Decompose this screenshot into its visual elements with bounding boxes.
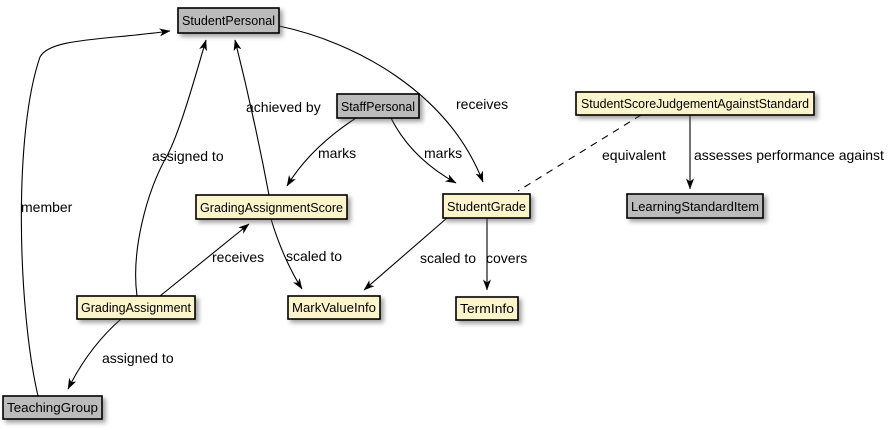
edge-member-line bbox=[20, 28, 171, 397]
node-learning-standard-item-label: LearningStandardItem bbox=[631, 199, 759, 214]
edge-marks-left-line bbox=[286, 117, 357, 187]
edge-label-covers: covers bbox=[486, 250, 527, 266]
edge-achieved-by-line bbox=[233, 39, 270, 196]
edge-assigned-to-lower-line bbox=[67, 318, 122, 390]
node-student-score-judgement-against-standard-label: StudentScoreJudgementAgainstStandard bbox=[581, 96, 809, 111]
node-staff-personal-box bbox=[336, 93, 420, 119]
edge-marks-right-line bbox=[390, 117, 457, 184]
node-staff-personal-label: StaffPersonal bbox=[341, 99, 415, 114]
node-learning-standard-item-box bbox=[626, 193, 764, 219]
edge-label-assigned-to-lower: assigned to bbox=[102, 350, 174, 366]
edge-label-receives-top: receives bbox=[456, 96, 508, 112]
node-student-grade-box bbox=[442, 193, 531, 219]
node-grading-assignment-box bbox=[76, 295, 196, 320]
node-grading-assignment-label: GradingAssignment bbox=[81, 300, 191, 315]
edge-equivalent-line bbox=[517, 114, 642, 192]
edge-label-assigned-to-upper: assigned to bbox=[152, 148, 224, 164]
node-student-grade: StudentGrade bbox=[442, 193, 531, 219]
edge-label-equivalent: equivalent bbox=[602, 147, 666, 163]
edge-scaled-to-right-line bbox=[363, 217, 448, 291]
node-student-grade-label: StudentGrade bbox=[447, 199, 526, 214]
node-grading-assignment-score-label: GradingAssignmentScore bbox=[200, 200, 343, 215]
node-staff-personal: StaffPersonal bbox=[336, 93, 420, 119]
node-teaching-group: TeachingGroup bbox=[2, 395, 103, 420]
node-student-personal: StudentPersonal bbox=[177, 7, 280, 34]
edge-lines bbox=[20, 25, 694, 397]
edge-labels: member assigned to achieved by receives … bbox=[21, 96, 884, 366]
edge-label-member: member bbox=[21, 199, 73, 215]
node-grading-assignment-score: GradingAssignmentScore bbox=[195, 194, 348, 220]
edge-label-assesses-performance-against: assesses performance against bbox=[694, 147, 884, 163]
node-teaching-group-label: TeachingGroup bbox=[7, 400, 98, 415]
diagram-nodes: StudentPersonal StaffPersonal StudentSco… bbox=[2, 7, 815, 420]
edge-label-receives-lower: receives bbox=[212, 249, 264, 265]
node-student-personal-label: StudentPersonal bbox=[182, 13, 275, 28]
edge-label-scaled-to-right: scaled to bbox=[420, 250, 476, 266]
edge-label-marks-right: marks bbox=[424, 145, 462, 161]
edge-receives-top-line bbox=[278, 25, 484, 183]
edge-assigned-to-upper-line bbox=[135, 39, 207, 297]
node-student-score-judgement-against-standard: StudentScoreJudgementAgainstStandard bbox=[575, 91, 815, 116]
node-term-info-label: TermInfo bbox=[460, 301, 514, 316]
node-term-info-box bbox=[455, 296, 519, 321]
node-mark-value-info-label: MarkValueInfo bbox=[292, 300, 376, 315]
node-mark-value-info: MarkValueInfo bbox=[287, 295, 381, 320]
edge-label-achieved-by: achieved by bbox=[246, 99, 321, 115]
node-teaching-group-box bbox=[2, 395, 103, 420]
node-student-personal-box bbox=[177, 7, 280, 34]
node-grading-assignment-score-box bbox=[195, 194, 348, 220]
node-student-score-judgement-against-standard-box bbox=[575, 91, 815, 116]
edge-receives-lower-line bbox=[159, 223, 250, 297]
edge-label-scaled-to-left: scaled to bbox=[286, 248, 342, 264]
node-grading-assignment: GradingAssignment bbox=[76, 295, 196, 320]
node-mark-value-info-box bbox=[287, 295, 381, 320]
edge-scaled-to-left-line bbox=[270, 218, 303, 290]
edge-label-marks-left: marks bbox=[318, 145, 356, 161]
node-learning-standard-item: LearningStandardItem bbox=[626, 193, 764, 219]
node-term-info: TermInfo bbox=[455, 296, 519, 321]
